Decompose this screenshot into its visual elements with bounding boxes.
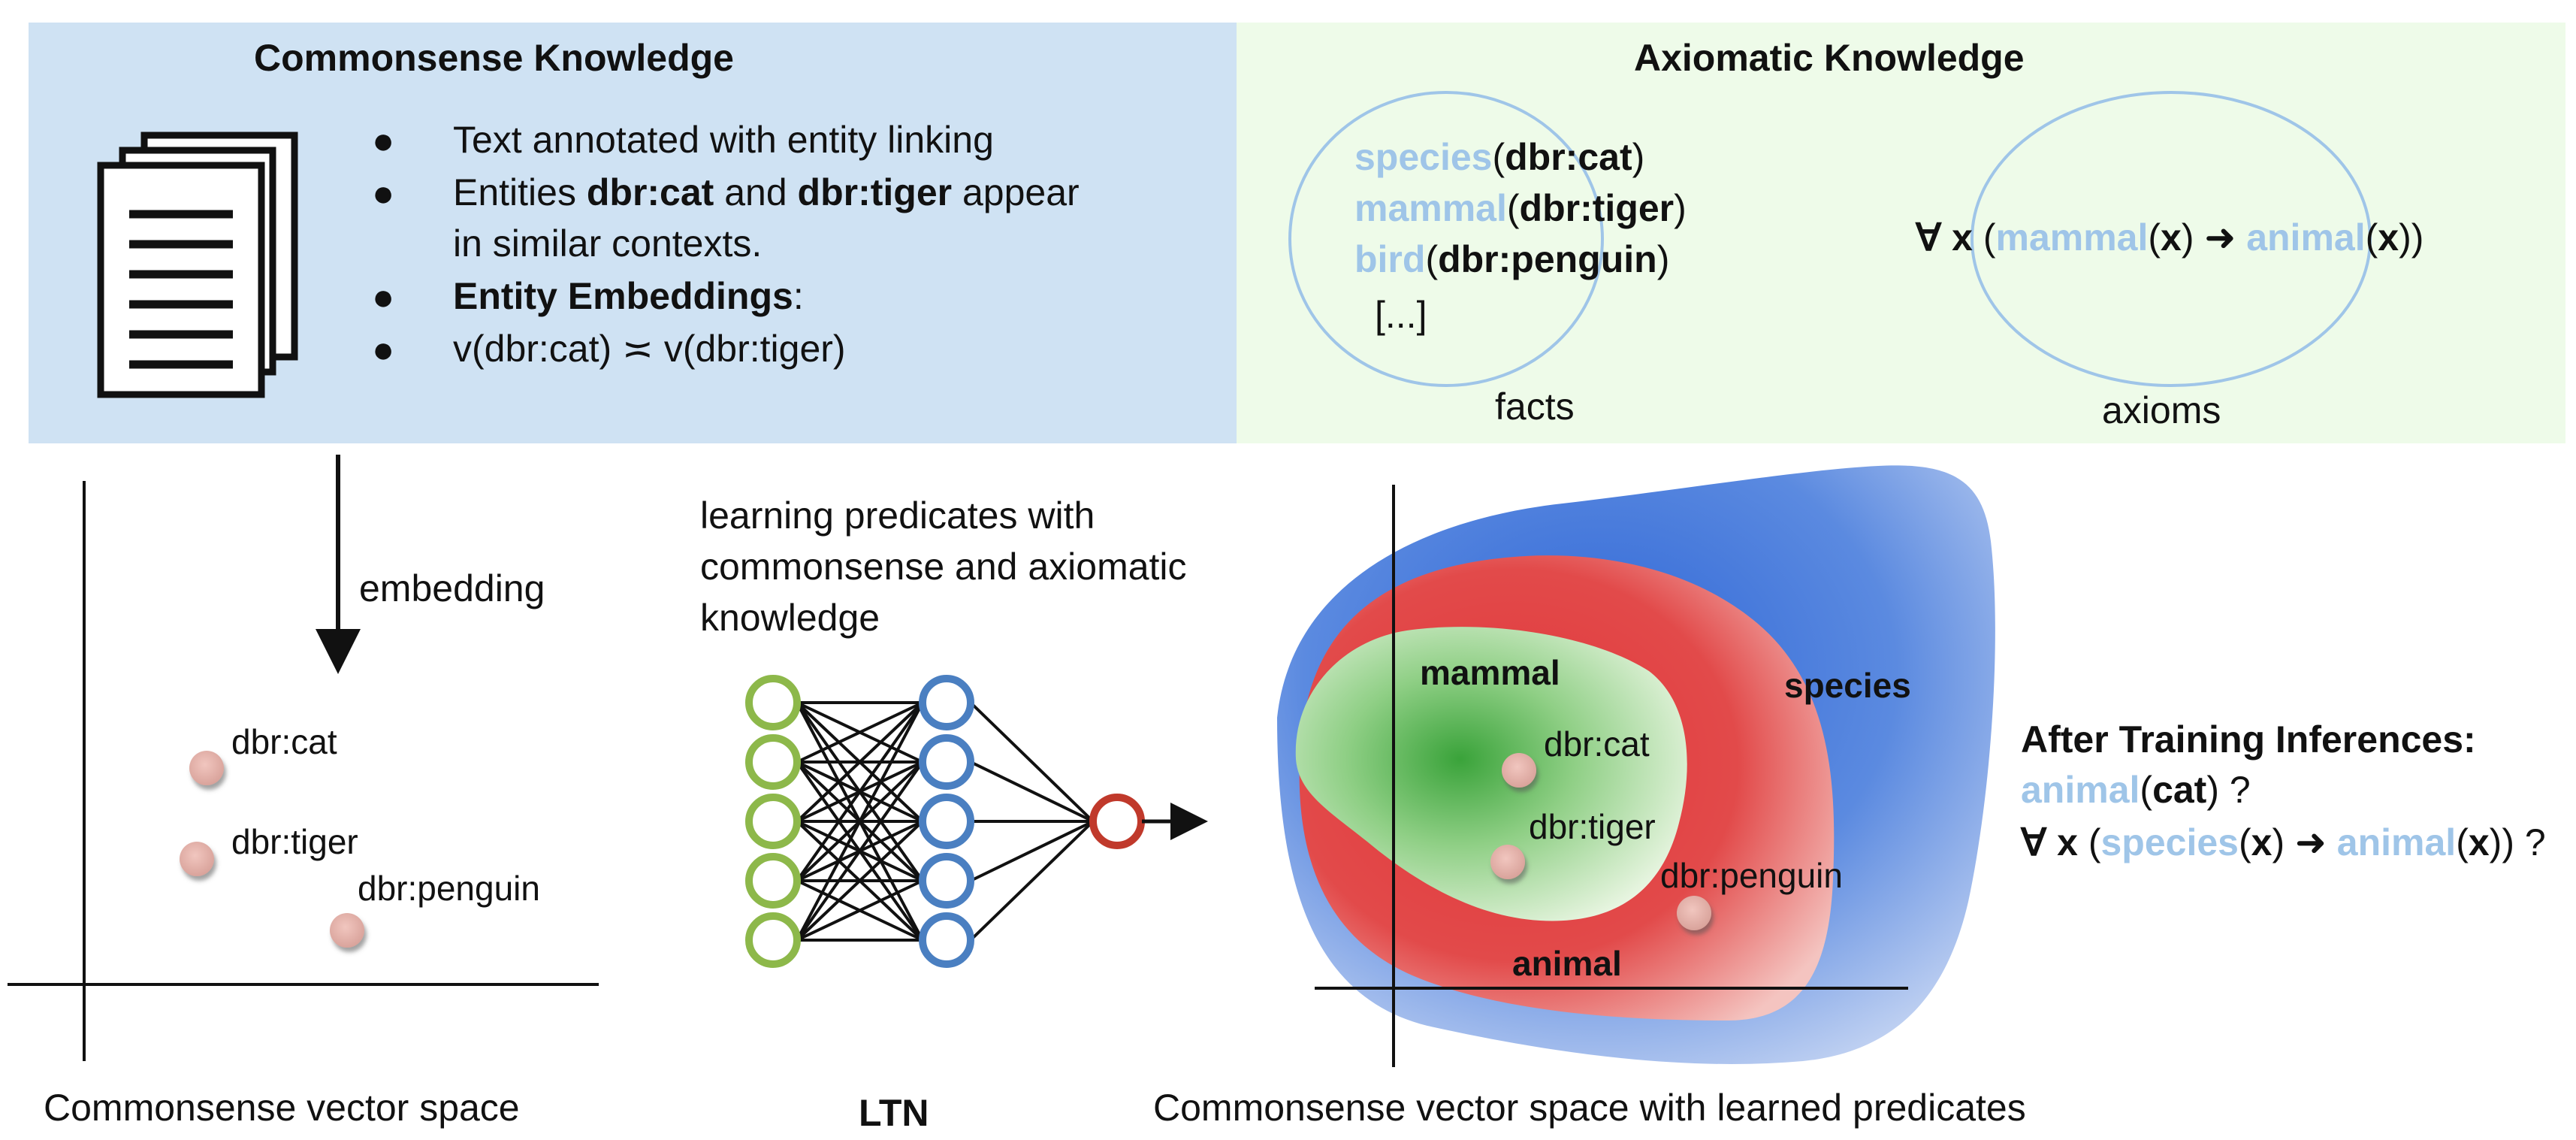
- axioms-label: axioms: [2102, 389, 2221, 431]
- point-dbr-penguin: [330, 913, 364, 948]
- right-label-dbr-penguin: dbr:penguin: [1660, 856, 1843, 895]
- bullet-dot: ●: [372, 172, 395, 214]
- ltn-input-node: [745, 853, 801, 909]
- ltn-nodes: [745, 675, 1145, 968]
- region-label-animal: animal: [1512, 944, 1622, 983]
- ltn-hidden-node: [919, 912, 974, 968]
- right-point-dbr-tiger: [1490, 845, 1525, 879]
- ltn-output-node: [1089, 794, 1145, 849]
- inference-1: animal(cat) ?: [2021, 769, 2251, 811]
- right-label-dbr-cat: dbr:cat: [1544, 724, 1650, 764]
- right-space-caption: Commonsense vector space with learned pr…: [1153, 1087, 2026, 1129]
- axiomatic-title: Axiomatic Knowledge: [1634, 37, 2025, 79]
- commonsense-title: Commonsense Knowledge: [254, 37, 734, 79]
- right-point-dbr-penguin: [1677, 896, 1711, 930]
- bullet-dot: ●: [372, 276, 395, 318]
- fact-bird: bird(dbr:penguin): [1354, 238, 1670, 280]
- left-space-caption: Commonsense vector space: [44, 1087, 520, 1129]
- ltn-edge: [796, 820, 924, 942]
- ltn-edge: [796, 702, 924, 941]
- ltn-network: [796, 701, 1095, 942]
- embedding-label: embedding: [359, 567, 545, 609]
- right-point-dbr-cat: [1502, 753, 1536, 788]
- facts-ellipsis: [...]: [1375, 294, 1427, 336]
- ltn-input-node: [745, 675, 801, 730]
- bullet-2-text: Entities dbr:cat and dbr:tiger appear: [453, 171, 1080, 213]
- ltn-input-node: [745, 912, 801, 968]
- fact-species: species(dbr:cat): [1354, 136, 1645, 178]
- ltn-edge: [969, 820, 1095, 942]
- label-dbr-penguin: dbr:penguin: [358, 869, 540, 908]
- point-dbr-tiger: [180, 842, 214, 876]
- ltn-edge: [796, 701, 923, 764]
- axiom-formula: ∀ x (mammal(x) ➜ animal(x)): [1916, 216, 2424, 259]
- ltn-caption: LTN: [859, 1092, 929, 1134]
- ltn-hidden-node: [919, 675, 974, 730]
- ltn-description-line1: learning predicates with: [700, 494, 1095, 537]
- ltn-edge: [970, 761, 1094, 823]
- bullet-2-line2: in similar contexts.: [453, 222, 763, 265]
- facts-label: facts: [1495, 386, 1575, 428]
- inference-2: ∀ x (species(x) ➜ animal(x)) ?: [2021, 821, 2546, 863]
- left-axes: [8, 481, 599, 1061]
- region-label-mammal: mammal: [1420, 653, 1560, 692]
- bullet-dot: ●: [372, 328, 395, 370]
- ltn-hidden-node: [919, 794, 974, 849]
- fact-mammal: mammal(dbr:tiger): [1354, 187, 1687, 229]
- ltn-edge: [796, 761, 924, 942]
- bullet-4-text: v(dbr:cat) ≍ v(dbr:tiger): [453, 328, 846, 370]
- label-dbr-cat: dbr:cat: [231, 722, 337, 761]
- documents-icon: [97, 132, 298, 398]
- ltn-edge: [969, 701, 1095, 823]
- region-label-species: species: [1784, 666, 1911, 705]
- bullet-dot: ●: [372, 119, 395, 162]
- ltn-edge: [796, 701, 924, 823]
- right-label-dbr-tiger: dbr:tiger: [1529, 807, 1656, 846]
- right-axes: [1315, 485, 1908, 1067]
- ltn-description-line3: knowledge: [700, 597, 880, 639]
- ltn-edge: [970, 820, 1094, 882]
- label-dbr-tiger: dbr:tiger: [231, 822, 358, 861]
- axioms-ellipse: [1971, 91, 2372, 387]
- ltn-input-node: [745, 794, 801, 849]
- ltn-hidden-node: [919, 853, 974, 909]
- ltn-input-node: [745, 734, 801, 790]
- ltn-edge: [796, 879, 923, 942]
- point-dbr-cat: [189, 751, 224, 785]
- ltn-hidden-node: [919, 734, 974, 790]
- bullet-3-text: Entity Embeddings:: [453, 275, 804, 317]
- ltn-description-line2: commonsense and axiomatic: [700, 546, 1187, 588]
- facts-ellipse: [1288, 91, 1604, 387]
- ltn-edge: [796, 701, 924, 882]
- inferences-title: After Training Inferences:: [2021, 718, 2476, 761]
- bullet-1-text: Text annotated with entity linking: [453, 119, 994, 161]
